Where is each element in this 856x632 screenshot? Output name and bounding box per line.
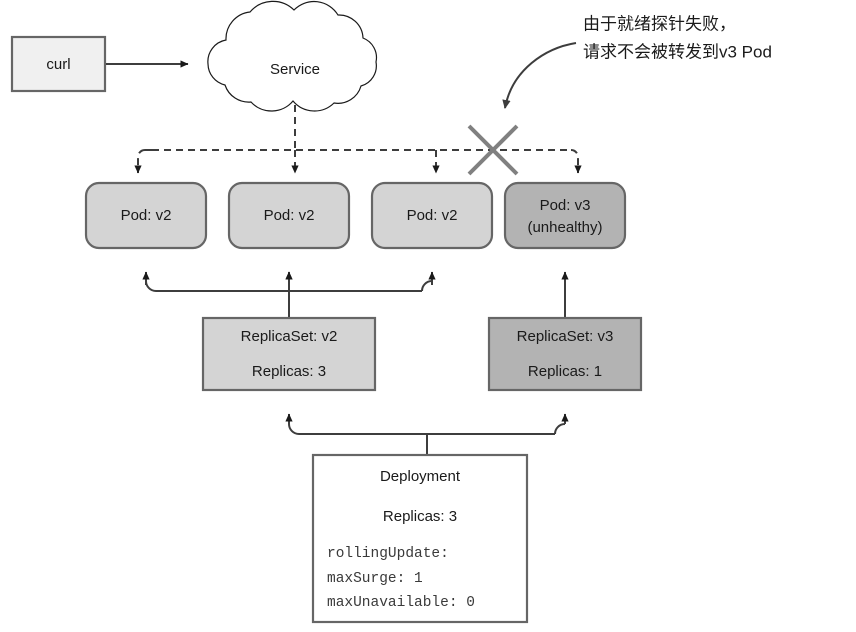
replicaset-v2-replicas: Replicas: 3	[252, 363, 326, 380]
deployment-strategy-line-1: rollingUpdate:	[327, 546, 449, 562]
annotation-text: 由于就绪探针失败， 请求不会被转发到v3 Pod	[583, 14, 772, 61]
pod-label-1: Pod: v2	[121, 207, 172, 224]
deployment-replicas: Replicas: 3	[383, 508, 457, 525]
pod-label-4: Pod: v3	[540, 197, 591, 214]
pod-node-3: Pod: v2	[370, 181, 494, 250]
curl-node: curl	[10, 35, 107, 93]
deployment-strategy-line-3: maxUnavailable: 0	[327, 595, 475, 611]
annotation-line-2: 请求不会被转发到v3 Pod	[583, 42, 772, 61]
pod-box-1	[84, 181, 208, 250]
service-label: Service	[270, 61, 320, 78]
service-to-pod-1-arrow	[134, 149, 146, 174]
pod-box-4	[503, 181, 627, 250]
rs-v2-left-corner	[145, 280, 157, 292]
deployment-box	[311, 453, 529, 624]
curl-label: curl	[46, 56, 70, 73]
replicaset-v3-node: ReplicaSet: v3 Replicas: 1	[487, 316, 643, 392]
rs-v2-right-corner	[421, 280, 433, 292]
annotation-pointer-arrow	[502, 42, 577, 109]
pod-node-4-unhealthy: Pod: v3 (unhealthy)	[503, 181, 627, 250]
pod-box-3	[370, 181, 494, 250]
replicaset-v2-node: ReplicaSet: v2 Replicas: 3	[201, 316, 377, 392]
pod-label-2: Pod: v2	[264, 207, 315, 224]
service-cloud-shape	[207, 0, 378, 112]
service-to-pod-4-arrow	[570, 149, 582, 174]
pod-box-2	[227, 181, 351, 250]
replicaset-v3-box	[487, 316, 643, 392]
pod-node-1: Pod: v2	[84, 181, 208, 250]
pod-sublabel-4: (unhealthy)	[527, 219, 602, 236]
deployment-to-replicasets-edges	[285, 413, 569, 455]
replicaset-v2-name: ReplicaSet: v2	[241, 328, 338, 345]
deployment-title: Deployment	[380, 468, 461, 485]
pod-label-3: Pod: v2	[407, 207, 458, 224]
blocked-traffic-cross-icon	[467, 124, 519, 176]
replicaset-v3-replicas: Replicas: 1	[528, 363, 602, 380]
pod-node-2: Pod: v2	[227, 181, 351, 250]
curl-box	[10, 35, 107, 93]
deployment-node: Deployment Replicas: 3 rollingUpdate: ma…	[311, 453, 529, 624]
replicaset-v2-to-pods-edges	[142, 271, 436, 318]
deployment-bus-right-corner	[554, 423, 566, 435]
service-to-pods-dashed-edges	[134, 105, 582, 174]
deployment-bus-left-corner	[288, 423, 300, 435]
deployment-strategy-line-2: maxSurge: 1	[327, 571, 423, 587]
annotation-line-1: 由于就绪探针失败，	[583, 14, 736, 33]
service-node: Service	[207, 0, 378, 112]
replicaset-v3-name: ReplicaSet: v3	[517, 328, 614, 345]
replicaset-v2-box	[201, 316, 377, 392]
